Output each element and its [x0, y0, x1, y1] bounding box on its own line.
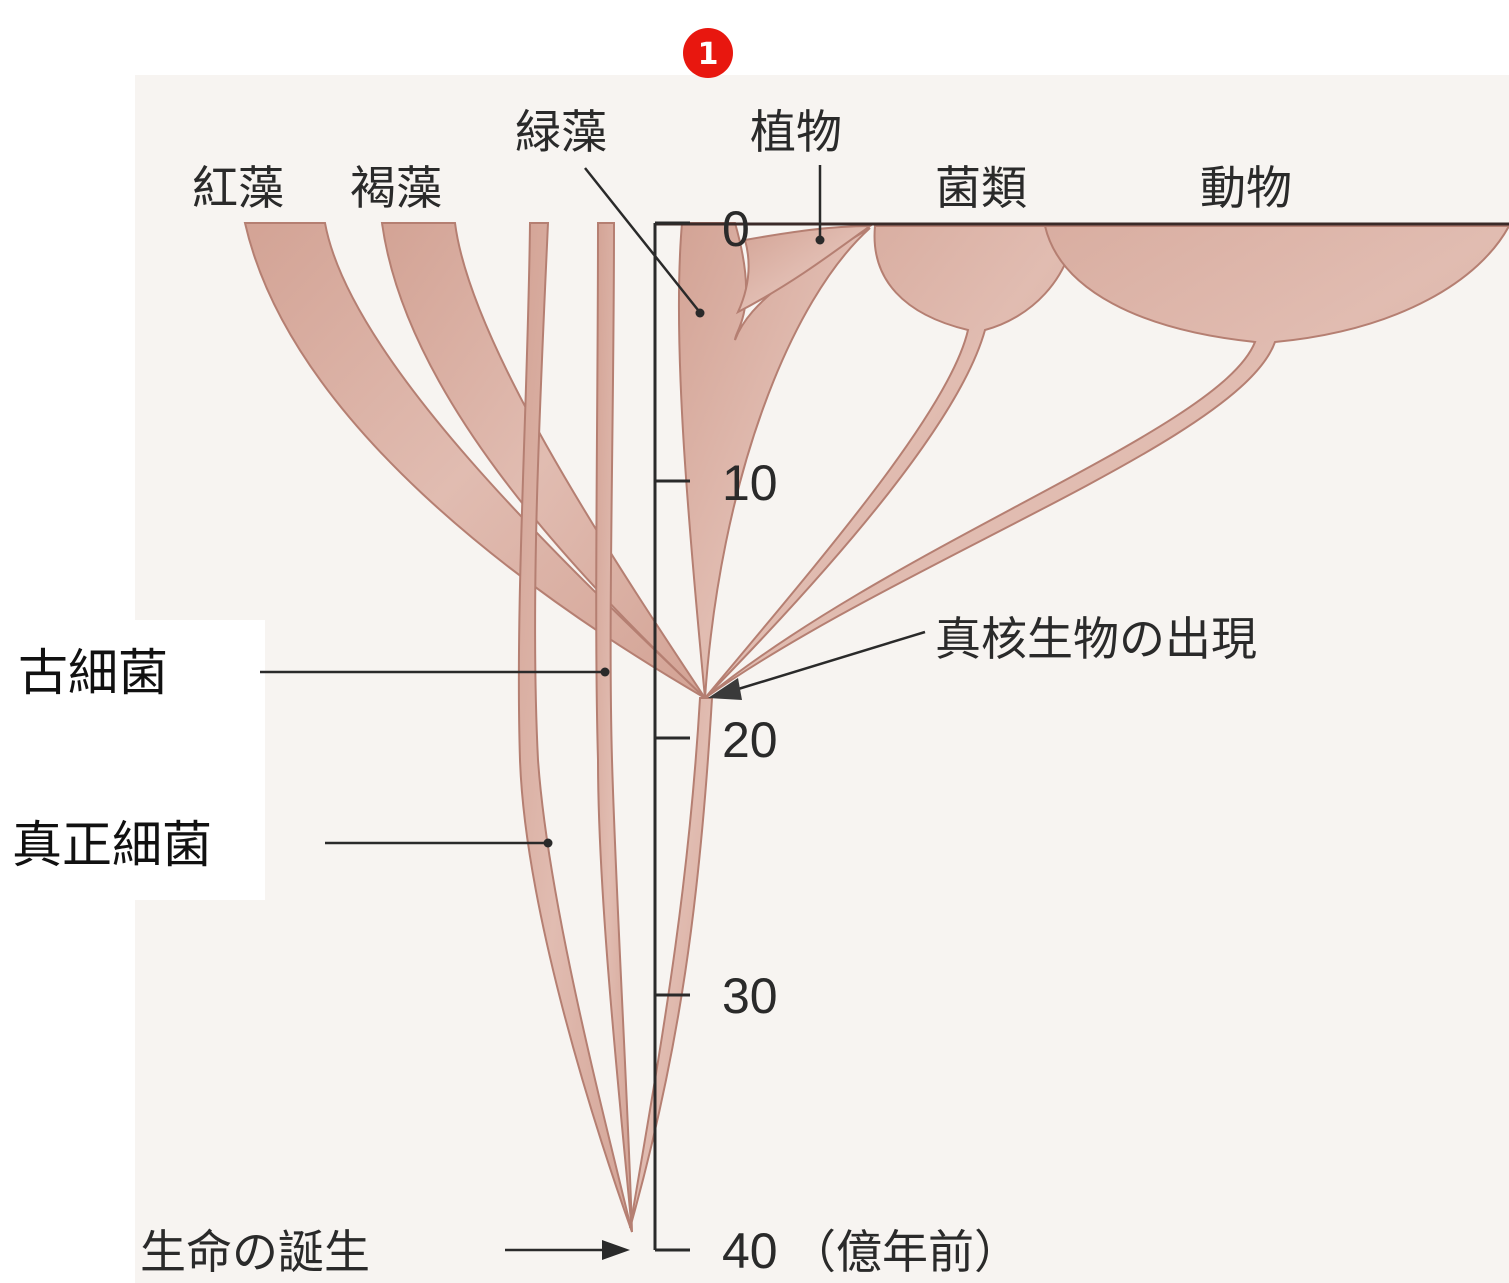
- label-eubacteria: 真正細菌: [12, 816, 212, 874]
- axis-label-40: 40: [722, 1223, 778, 1279]
- label-plants: 植物: [750, 105, 842, 159]
- label-origin-of-life: 生命の誕生: [140, 1225, 370, 1279]
- label-eukaryote-origin: 真核生物の出現: [935, 612, 1257, 666]
- marker-eubacteria: [544, 839, 553, 848]
- label-fungi: 菌類: [935, 161, 1027, 215]
- axis-label-0: 0: [722, 201, 750, 257]
- marker-plants: [816, 236, 825, 245]
- label-archaea: 古細菌: [18, 644, 168, 702]
- label-red-algae: 紅藻: [192, 161, 284, 215]
- axis-label-10: 10: [722, 455, 778, 511]
- label-brown-algae: 褐藻: [350, 161, 442, 215]
- label-animals: 動物: [1200, 161, 1292, 215]
- number-badge-text: 1: [698, 37, 719, 72]
- axis-unit-label: （億年前）: [790, 1225, 1020, 1279]
- axis-label-20: 20: [722, 712, 778, 768]
- label-green-algae: 緑藻: [515, 105, 607, 159]
- marker-green-algae: [696, 309, 705, 318]
- axis-label-30: 30: [722, 968, 778, 1024]
- marker-archaea: [601, 668, 610, 677]
